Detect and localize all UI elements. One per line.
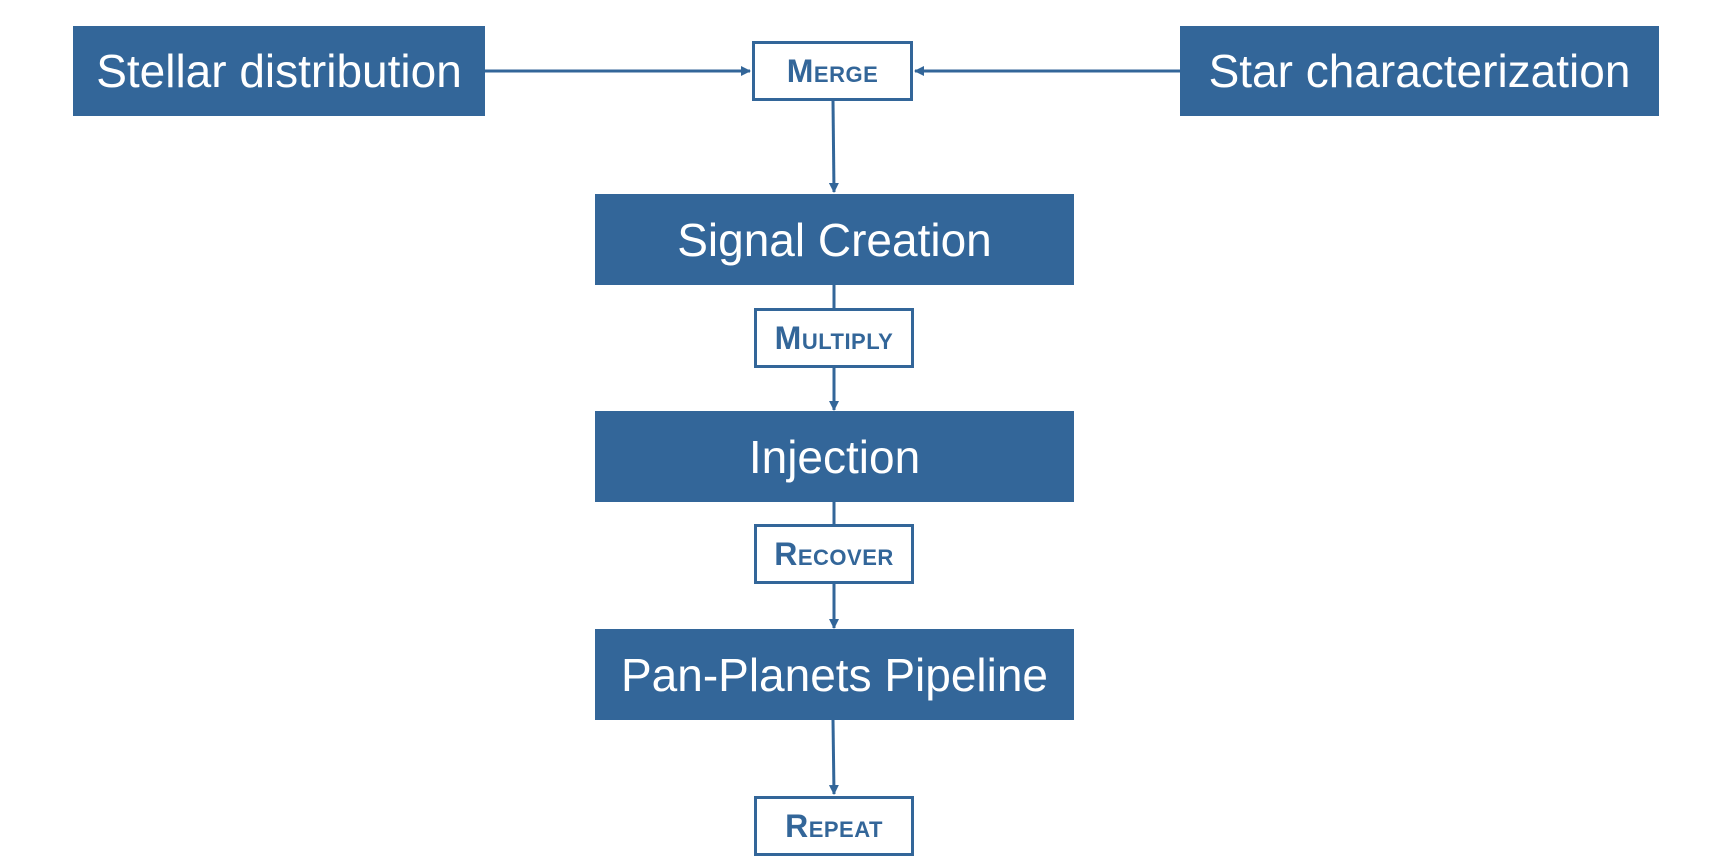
node-injection-label: Injection [748, 430, 921, 483]
op-merge: Merge [752, 41, 913, 101]
node-signal-creation-label: Signal Creation [677, 213, 992, 266]
op-repeat: Repeat [754, 796, 914, 856]
node-stellar-distribution: Stellar distribution [73, 26, 485, 116]
node-pan-planets-pipeline-label: Pan-Planets Pipeline [620, 648, 1049, 701]
arrow-merge-to-signal [828, 100, 839, 193]
arrow-pipeline-to-repeat [828, 719, 839, 795]
node-signal-creation: Signal Creation [595, 194, 1074, 285]
node-star-characterization: Star characterization [1180, 26, 1659, 116]
node-star-characterization-label: Star characterization [1208, 45, 1631, 97]
op-recover: Recover [754, 524, 914, 584]
op-recover-label: Recover [774, 535, 894, 572]
op-multiply-label: Multiply [774, 319, 894, 356]
op-repeat-label: Repeat [785, 807, 883, 844]
node-injection: Injection [595, 411, 1074, 502]
node-stellar-distribution-label: Stellar distribution [96, 45, 462, 97]
op-multiply: Multiply [754, 308, 914, 368]
node-pan-planets-pipeline: Pan-Planets Pipeline [595, 629, 1074, 720]
op-merge-label: Merge [786, 52, 879, 89]
